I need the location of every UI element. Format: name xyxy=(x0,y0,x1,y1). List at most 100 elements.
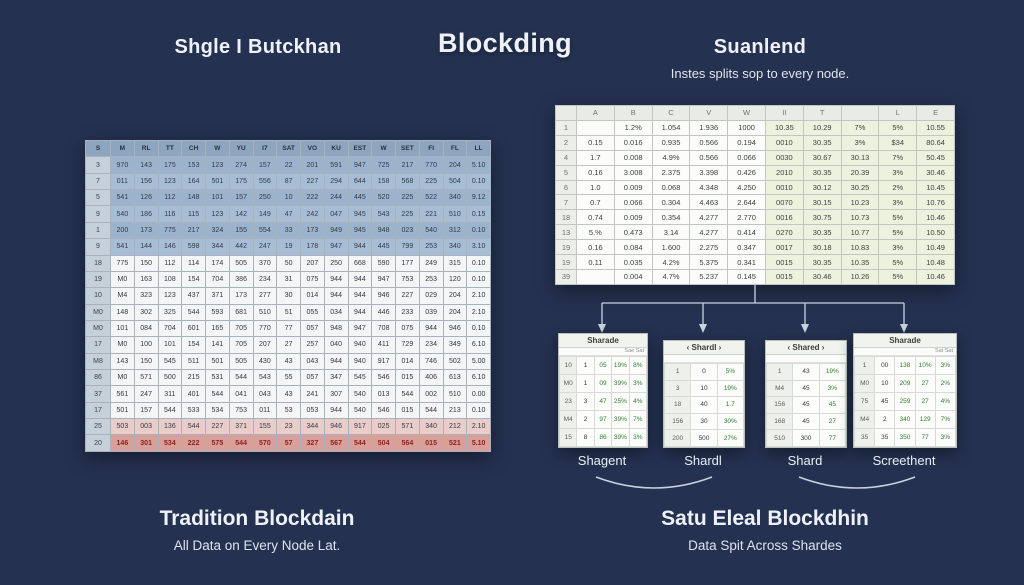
data-cell: 315 xyxy=(442,254,468,272)
column-header: A xyxy=(576,105,615,121)
data-cell: 502 xyxy=(442,352,468,371)
data-cell: 30.75 xyxy=(802,209,842,226)
data-cell: 0.10 xyxy=(466,254,491,272)
data-cell: 917 xyxy=(347,418,373,436)
data-cell: 215 xyxy=(181,369,206,387)
data-cell: 442 xyxy=(228,238,254,256)
column-header: V xyxy=(689,105,729,121)
data-cell: 123 xyxy=(205,156,230,174)
shard-cell: 1 xyxy=(576,374,595,393)
data-cell: 775 xyxy=(110,254,135,272)
data-cell: 568 xyxy=(395,172,420,191)
data-cell: 053 xyxy=(300,401,325,420)
row-label: 3 xyxy=(85,156,111,174)
data-cell: 0.10 xyxy=(466,401,491,420)
data-cell: 500 xyxy=(157,369,183,387)
data-cell: 30.35 xyxy=(802,254,842,270)
right-column-subheading: Instes splits sop to every node. xyxy=(670,66,850,81)
data-cell: 029 xyxy=(418,287,444,305)
data-cell: 0.74 xyxy=(576,209,615,226)
data-cell: 041 xyxy=(228,385,254,403)
data-cell: 1.0 xyxy=(576,179,615,196)
data-cell: 3.008 xyxy=(613,164,653,181)
shard-cell: 75 xyxy=(853,392,876,411)
data-cell: 5.10 xyxy=(466,156,491,174)
data-cell: 242 xyxy=(300,205,325,223)
data-cell: 445 xyxy=(371,238,396,256)
data-cell: 10.23 xyxy=(840,194,880,211)
data-cell: 20.39 xyxy=(840,164,880,181)
page-title: Blockding xyxy=(437,28,573,58)
data-cell: 944 xyxy=(347,270,373,289)
data-cell: 946 xyxy=(323,418,349,436)
data-cell: 340 xyxy=(442,189,468,207)
shard-cell: 97 xyxy=(593,410,613,429)
data-cell: 0.10 xyxy=(466,319,491,338)
data-cell: 0.066 xyxy=(727,149,766,166)
data-cell: $34 xyxy=(878,134,918,151)
data-cell: 30.18 xyxy=(802,239,842,256)
column-header: E xyxy=(916,105,955,121)
data-cell: 234 xyxy=(418,336,444,354)
data-cell: 945 xyxy=(347,205,373,223)
column-header: CH xyxy=(181,139,206,158)
data-cell: 155 xyxy=(252,418,278,436)
shard-cell: 77 xyxy=(818,429,847,447)
data-cell: 2.644 xyxy=(727,194,766,211)
data-cell: 207 xyxy=(300,254,325,272)
data-cell: 10.73 xyxy=(840,209,880,226)
shard-cell: 1 xyxy=(853,356,876,375)
shard-cell: 35 xyxy=(874,428,896,447)
data-cell: 10.83 xyxy=(840,239,880,256)
shard-cell: 19% xyxy=(611,356,630,375)
data-cell: 148 xyxy=(110,303,135,321)
data-cell: 011 xyxy=(252,401,278,420)
column-header: M xyxy=(110,139,135,158)
data-cell: 034 xyxy=(323,303,349,321)
data-cell: 591 xyxy=(323,156,349,174)
data-cell: 944 xyxy=(323,270,349,289)
row-label: 18 xyxy=(555,209,577,226)
data-cell: 571 xyxy=(133,369,159,387)
data-cell: 87 xyxy=(276,172,301,191)
data-cell: 0.473 xyxy=(613,224,653,241)
data-cell: 567 xyxy=(323,434,349,452)
data-cell: 325 xyxy=(157,303,183,321)
data-cell: 545 xyxy=(157,352,183,371)
data-cell: 5.375 xyxy=(689,254,729,270)
shard-cell: 4% xyxy=(934,392,957,411)
data-cell: 729 xyxy=(395,336,420,354)
shard-cell: 3% xyxy=(628,374,648,393)
bottom-left-title: Tradition Blockdain xyxy=(159,507,355,530)
data-cell: 013 xyxy=(371,385,396,403)
data-cell: 544 xyxy=(181,303,206,321)
data-cell: 799 xyxy=(395,238,420,256)
data-cell: 2.10 xyxy=(466,418,491,436)
data-cell: 598 xyxy=(181,238,206,256)
data-cell: 3% xyxy=(878,194,918,211)
data-cell: 370 xyxy=(252,254,278,272)
data-cell: 704 xyxy=(205,270,230,289)
data-cell: 4.277 xyxy=(689,224,729,241)
data-cell: 0017 xyxy=(764,239,804,256)
data-cell: 4.9% xyxy=(651,149,691,166)
data-cell: 154 xyxy=(181,336,206,354)
data-cell: 0.15 xyxy=(466,205,491,223)
data-cell: 10.76 xyxy=(916,194,955,211)
data-cell: 173 xyxy=(228,287,254,305)
data-cell: 247 xyxy=(133,385,159,403)
data-cell: 1.600 xyxy=(651,239,691,256)
data-cell: 323 xyxy=(133,287,159,305)
row-label: 25 xyxy=(85,418,111,436)
shard-cell: 39% xyxy=(611,374,630,393)
data-cell: 22 xyxy=(276,156,301,174)
data-cell: 504 xyxy=(371,434,396,452)
